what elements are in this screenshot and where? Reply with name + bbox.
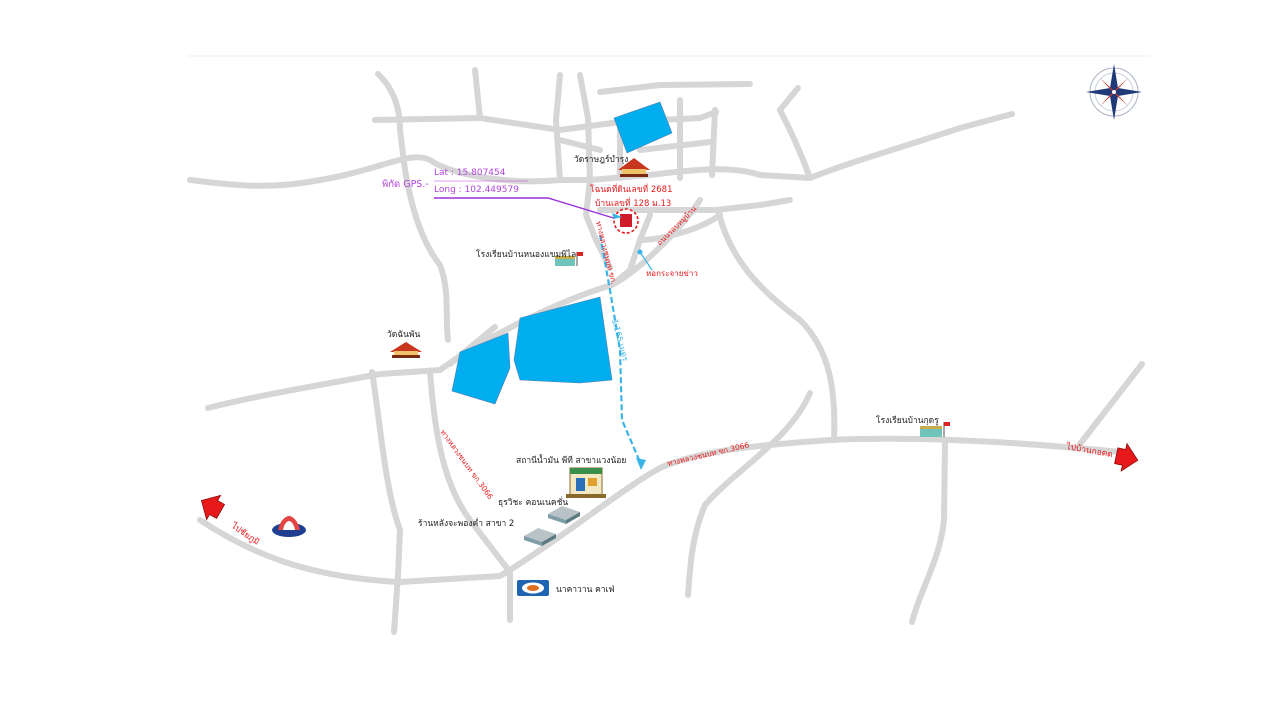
- cafe-label: นาคาวาน คาเฟ่: [556, 585, 614, 595]
- school-icon: [920, 422, 950, 437]
- tower-label: หอกระจายข่าว: [646, 269, 698, 278]
- pond-large: [513, 296, 613, 384]
- gas-station-label: สถานีน้ำมัน พีที สาขาแวงน้อย: [516, 454, 626, 466]
- school-1-label: โรงเรียนบ้านหนองแขมพิไล: [476, 249, 576, 260]
- gps-leader-line: [434, 197, 621, 221]
- gps-lat: Lat : 15.807454: [434, 168, 506, 178]
- road-network: [187, 67, 1145, 635]
- pond-top: [613, 101, 673, 154]
- shop-1-label: ธุรวิชะ คอนเนคชั่น: [498, 496, 568, 508]
- gas-station-icon: [566, 467, 606, 498]
- route-arrowhead: [636, 458, 646, 470]
- temple-icon: [618, 158, 650, 177]
- shop-2-label: ร้านหลังจะพองค่ำ สาขา 2: [418, 517, 514, 529]
- wat-left-label: วัดฉันพัน: [387, 330, 420, 340]
- shop-icon: [524, 528, 556, 546]
- route-distance-label: 1.165 เมตร: [610, 318, 630, 362]
- lotus-icon: [272, 516, 306, 537]
- route-line: [598, 234, 642, 463]
- shop-icon: [548, 506, 580, 524]
- dest-east-label: ไปบ้านกอตด: [1064, 441, 1113, 460]
- pond-left: [451, 332, 511, 405]
- arrow-west-icon: [200, 494, 226, 521]
- water-bodies: [451, 101, 673, 405]
- tower-pointer-line: [639, 251, 653, 271]
- site-deed-label: โฉนดที่ดินเลขที่ 2681: [590, 183, 672, 195]
- site-house-label: บ้านเลขที่ 128 ม.13: [595, 197, 671, 209]
- temple-icon: [390, 342, 422, 358]
- road-label-main: ทางหลวงชนบท ขก.3066: [666, 440, 750, 468]
- compass-rose-icon: [1086, 64, 1142, 120]
- cafe-icon: [517, 580, 549, 596]
- school-2-label: โรงเรียนบ้านกุดรู: [876, 415, 939, 426]
- arrow-east-icon: [1114, 442, 1139, 472]
- wat-top-label: วัดราษฎร์บำรุง: [574, 154, 628, 165]
- site-marker: [612, 208, 639, 234]
- tower-pointer-dot: [637, 249, 643, 255]
- gps-long: Long : 102.449579: [434, 185, 519, 195]
- school-icon: [555, 252, 583, 266]
- gps-label: พิกัด GPS.-: [382, 179, 429, 190]
